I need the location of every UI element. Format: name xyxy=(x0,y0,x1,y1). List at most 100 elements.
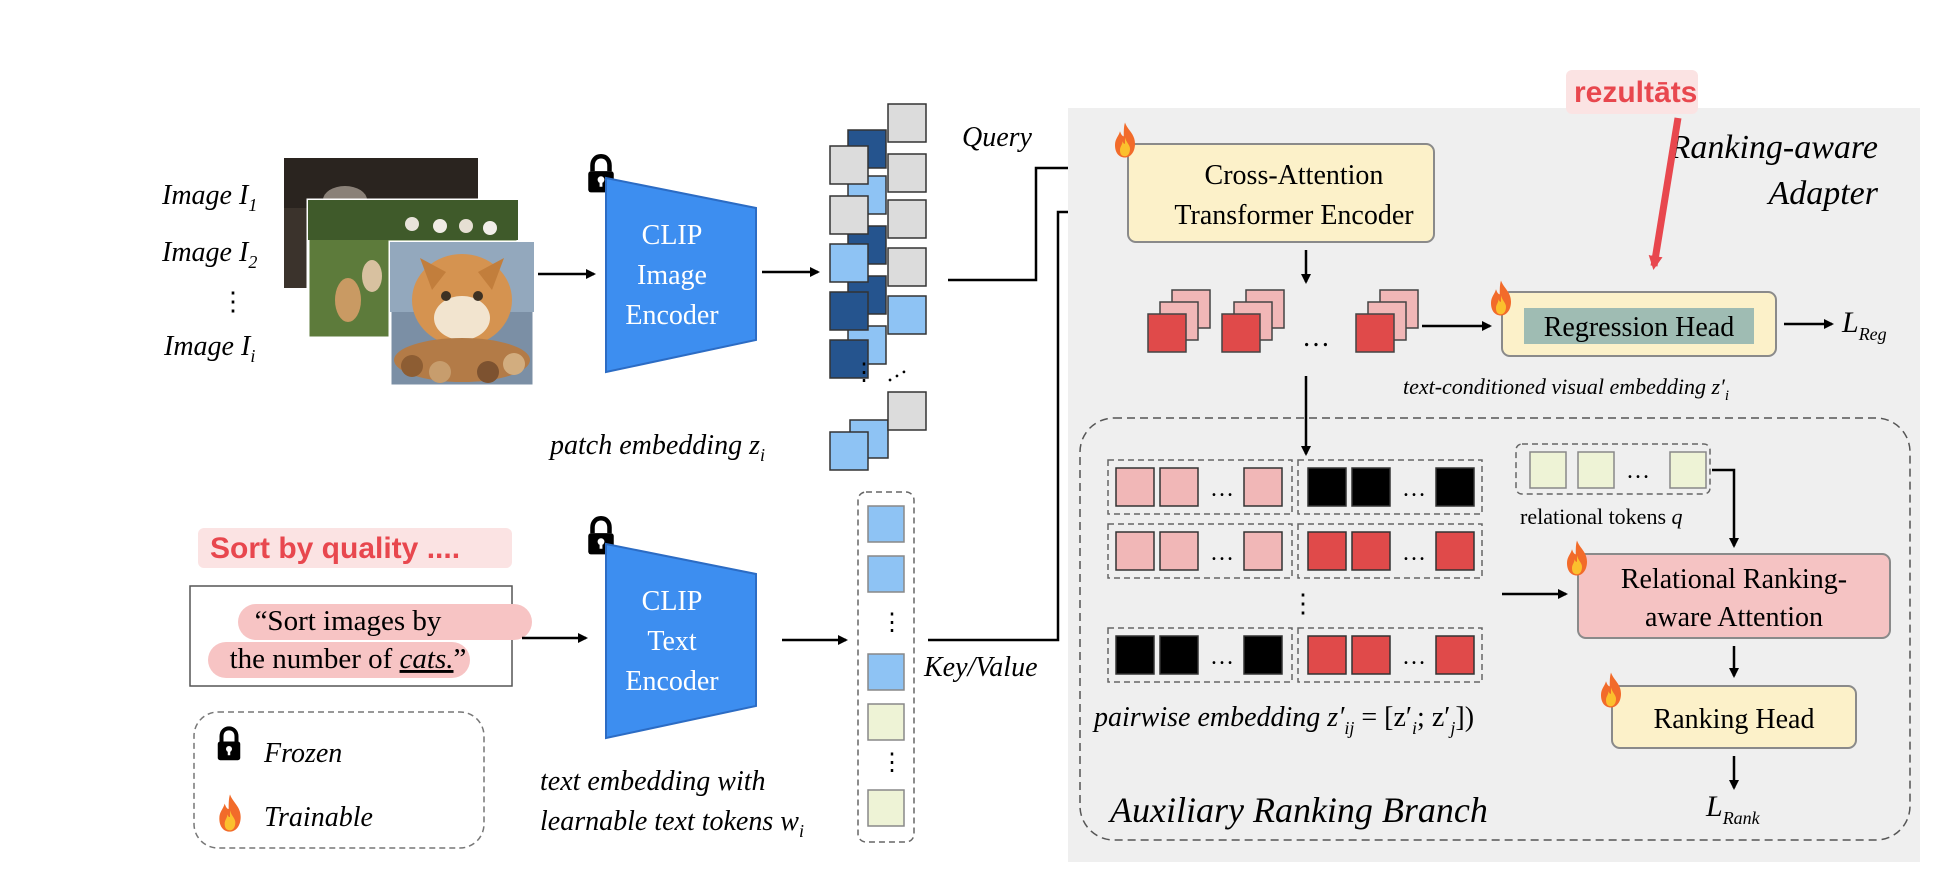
pairwise-embedding-grid: ……………… xyxy=(1107,459,1483,683)
embedding-square-front xyxy=(1355,313,1395,353)
image-thumbnail-i xyxy=(388,240,536,388)
legend-flame-icon xyxy=(219,794,241,832)
relational-dots: … xyxy=(1626,458,1650,484)
clip-text-line3: Encoder xyxy=(625,666,719,697)
patch-embedding-stack xyxy=(829,103,927,471)
key-value-label: Key/Value xyxy=(923,652,1038,683)
ranking-branch-box xyxy=(1079,417,1911,841)
text-token-square xyxy=(867,653,905,691)
pair-row-2-square xyxy=(1159,531,1199,571)
patch-square xyxy=(829,195,869,235)
patch-square xyxy=(887,199,927,239)
pair-row-2-left-group xyxy=(1107,523,1293,579)
adapter-annotation: rezultāts xyxy=(1574,76,1697,109)
relational-token-square xyxy=(1529,451,1567,489)
pair-row-3-left-group xyxy=(1107,627,1293,683)
text-token-square xyxy=(867,505,905,543)
text-embedding-label-2: learnable text tokens wi xyxy=(540,806,804,841)
text-conditioned-label: text-conditioned visual embedding z′i xyxy=(1403,374,1729,404)
pair-row-2-dots: … xyxy=(1402,540,1426,566)
relational-token-square xyxy=(1577,451,1615,489)
pair-row-2-square xyxy=(1243,531,1283,571)
patch-square xyxy=(829,339,869,379)
text-token-column xyxy=(857,491,915,843)
pair-row-1-left-group xyxy=(1107,459,1293,515)
pair-row-2-square xyxy=(1307,531,1347,571)
clip-text-line2: Text xyxy=(647,626,697,657)
pair-row-3-square xyxy=(1351,635,1391,675)
adapter-title-2: Adapter xyxy=(1766,175,1878,212)
patch-square xyxy=(829,291,869,331)
pair-row-1-dots: … xyxy=(1210,476,1234,502)
legend-lock-icon xyxy=(218,728,241,760)
pair-row-3-square xyxy=(1435,635,1475,675)
text-token-square xyxy=(867,789,905,827)
relational-attention-line1: Relational Ranking- xyxy=(1621,564,1847,595)
pair-row-3-square xyxy=(1115,635,1155,675)
relational-attention-box xyxy=(1577,553,1891,639)
patch-square xyxy=(887,103,927,143)
image-labels: Image I1 Image I2 ⋮ Image Ii xyxy=(161,180,257,366)
legend-frozen: Frozen xyxy=(263,738,342,769)
pair-row-2-square xyxy=(1351,531,1391,571)
patch-square xyxy=(887,391,927,431)
clip-image-line3: Encoder xyxy=(625,300,719,331)
clip-image-line1: CLIP xyxy=(642,220,703,251)
loss-reg: LReg xyxy=(1841,306,1887,344)
prompt-line1: “Sort images by xyxy=(255,605,442,637)
clip-text-line1: CLIP xyxy=(642,586,703,617)
image-1-label: Image I1 xyxy=(161,180,257,215)
text-token-vdots-1: ⋮ xyxy=(880,610,904,636)
legend-box xyxy=(193,711,485,849)
regression-head-highlight xyxy=(1524,308,1754,344)
patch-square xyxy=(829,431,869,471)
pair-vdots: ⋮ xyxy=(1290,589,1316,618)
relational-attention-line2: aware Attention xyxy=(1645,602,1823,633)
image-stack xyxy=(284,158,536,388)
visual-embedding-stacks xyxy=(1147,289,1419,353)
pair-row-1-square xyxy=(1115,467,1155,507)
prompt-highlight-2 xyxy=(208,642,470,678)
patch-embedding-label: patch embedding zi xyxy=(548,430,765,465)
prompt-line2: the number of cats.” xyxy=(230,643,467,675)
pair-row-1-square xyxy=(1243,467,1283,507)
adapter-title-1: Ranking-aware xyxy=(1669,129,1878,166)
image-i-label: Image Ii xyxy=(163,331,255,366)
cross-attention-line1: Cross-Attention xyxy=(1205,160,1384,191)
patch-square xyxy=(829,145,869,185)
prompt-annotation-bg xyxy=(198,528,512,568)
image-2-label: Image I2 xyxy=(161,237,257,272)
pair-row-2-square xyxy=(1435,531,1475,571)
patch-square xyxy=(887,247,927,287)
legend-trainable: Trainable xyxy=(264,802,373,833)
cross-attention-line2: Transformer Encoder xyxy=(1174,200,1414,231)
pair-row-3-dots: … xyxy=(1402,644,1426,670)
clip-text-encoder: CLIP Text Encoder xyxy=(605,542,757,740)
loss-rank: LRank xyxy=(1705,790,1761,828)
pair-row-1-right-group xyxy=(1297,459,1483,515)
pair-row-1-square xyxy=(1435,467,1475,507)
prompt-highlight-1 xyxy=(238,604,532,640)
pair-row-1-square xyxy=(1351,467,1391,507)
pair-row-3-right-group xyxy=(1297,627,1483,683)
pair-row-1-square xyxy=(1307,467,1347,507)
ranking-head-box xyxy=(1611,685,1857,749)
patch-square xyxy=(887,295,927,335)
pair-row-1-dots: … xyxy=(1402,476,1426,502)
pair-row-2-dots: … xyxy=(1210,540,1234,566)
text-token-square xyxy=(867,703,905,741)
relational-token-square xyxy=(1669,451,1707,489)
text-token-stack xyxy=(867,505,905,827)
pairwise-label: pairwise embedding z′ij = [z′i; z′j]) xyxy=(1092,702,1474,738)
pair-row-3-square xyxy=(1307,635,1347,675)
image-dots: ⋮ xyxy=(220,287,246,316)
embedding-square-front xyxy=(1147,313,1187,353)
embedding-square-front xyxy=(1221,313,1261,353)
pair-row-1-square xyxy=(1159,467,1199,507)
query-label: Query xyxy=(962,122,1033,153)
relational-token-box xyxy=(1515,443,1711,495)
prompt-annotation: Sort by quality .... xyxy=(210,532,460,565)
adapter-annotation-bg xyxy=(1566,70,1698,114)
pair-row-3-square xyxy=(1159,635,1199,675)
